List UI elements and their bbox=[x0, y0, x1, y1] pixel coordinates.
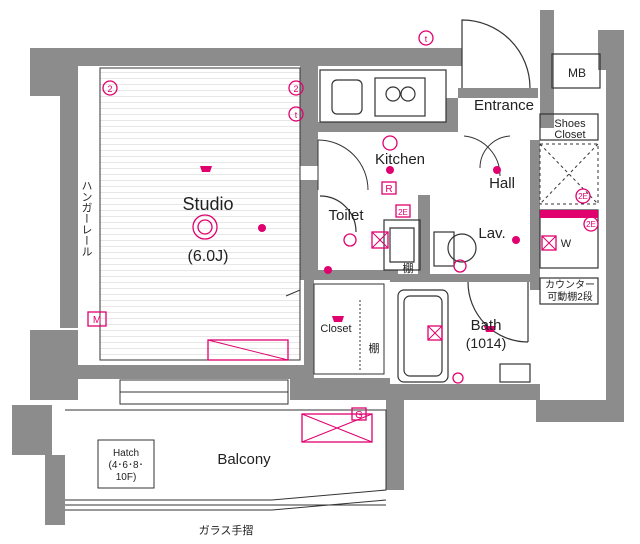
closet bbox=[285, 283, 385, 375]
two-marker-2: 2 bbox=[293, 84, 298, 94]
bath-size-label: (1014) bbox=[466, 335, 506, 351]
washer-label: W bbox=[561, 238, 572, 250]
pink-fills bbox=[200, 166, 598, 332]
two-e-marker-1: 2E bbox=[398, 208, 408, 217]
hatch-label-1: Hatch bbox=[113, 448, 139, 459]
bath-label: Bath bbox=[471, 317, 502, 334]
lav-label: Lav. bbox=[478, 225, 505, 242]
two-e-marker-2: 2E bbox=[578, 192, 588, 201]
tel-marker-1: t bbox=[425, 34, 428, 44]
studio-size-label: (6.0J) bbox=[188, 248, 229, 265]
kitchen-counter bbox=[319, 69, 447, 123]
counter-label-1: カウンター bbox=[545, 279, 595, 291]
shoes-closet-label-2: Closet bbox=[554, 129, 585, 141]
electrical-markers bbox=[87, 30, 599, 443]
glass-rail-label: ガラス手摺 bbox=[199, 523, 254, 537]
toilet-label: Toilet bbox=[328, 207, 364, 224]
toilet-shelf-label: 棚 bbox=[403, 261, 414, 275]
pink-crosses bbox=[207, 231, 557, 443]
studio-label: Studio bbox=[182, 194, 233, 214]
toilet-fixtures bbox=[319, 195, 421, 271]
kitchen-door bbox=[317, 139, 369, 191]
hall-label: Hall bbox=[489, 175, 515, 192]
hanger-rail-label: ハンガーレール bbox=[80, 180, 93, 257]
entrance-door bbox=[461, 19, 601, 141]
meter-label: M bbox=[93, 315, 101, 326]
tel-marker-2: t bbox=[295, 110, 298, 120]
two-e-marker-3: 2E bbox=[586, 220, 596, 229]
balcony bbox=[65, 409, 387, 511]
hatch-box bbox=[97, 439, 155, 489]
two-marker-1: 2 bbox=[107, 84, 112, 94]
shoes-area bbox=[539, 143, 599, 205]
closet-shelf-label: 棚 bbox=[369, 341, 380, 355]
mb-label: MB bbox=[568, 66, 586, 80]
gas-label: G bbox=[355, 410, 363, 421]
hatch-label-3: 10F) bbox=[116, 472, 137, 483]
counter-label-2: 可動棚2段 bbox=[547, 290, 593, 303]
studio-window bbox=[119, 379, 289, 405]
entrance-label: Entrance bbox=[474, 97, 534, 114]
exterior-walls bbox=[12, 10, 624, 525]
shoes-closet-label-1: Shoes bbox=[554, 118, 586, 130]
closet-label: Closet bbox=[320, 323, 351, 335]
fridge-label: R bbox=[385, 184, 392, 195]
studio-floor bbox=[99, 67, 301, 361]
bath-fixtures bbox=[397, 281, 531, 383]
kitchen-label: Kitchen bbox=[375, 151, 425, 168]
hatch-label-2: (4･6･8･ bbox=[108, 460, 143, 471]
balcony-label: Balcony bbox=[217, 451, 271, 468]
hall-door bbox=[463, 135, 511, 177]
